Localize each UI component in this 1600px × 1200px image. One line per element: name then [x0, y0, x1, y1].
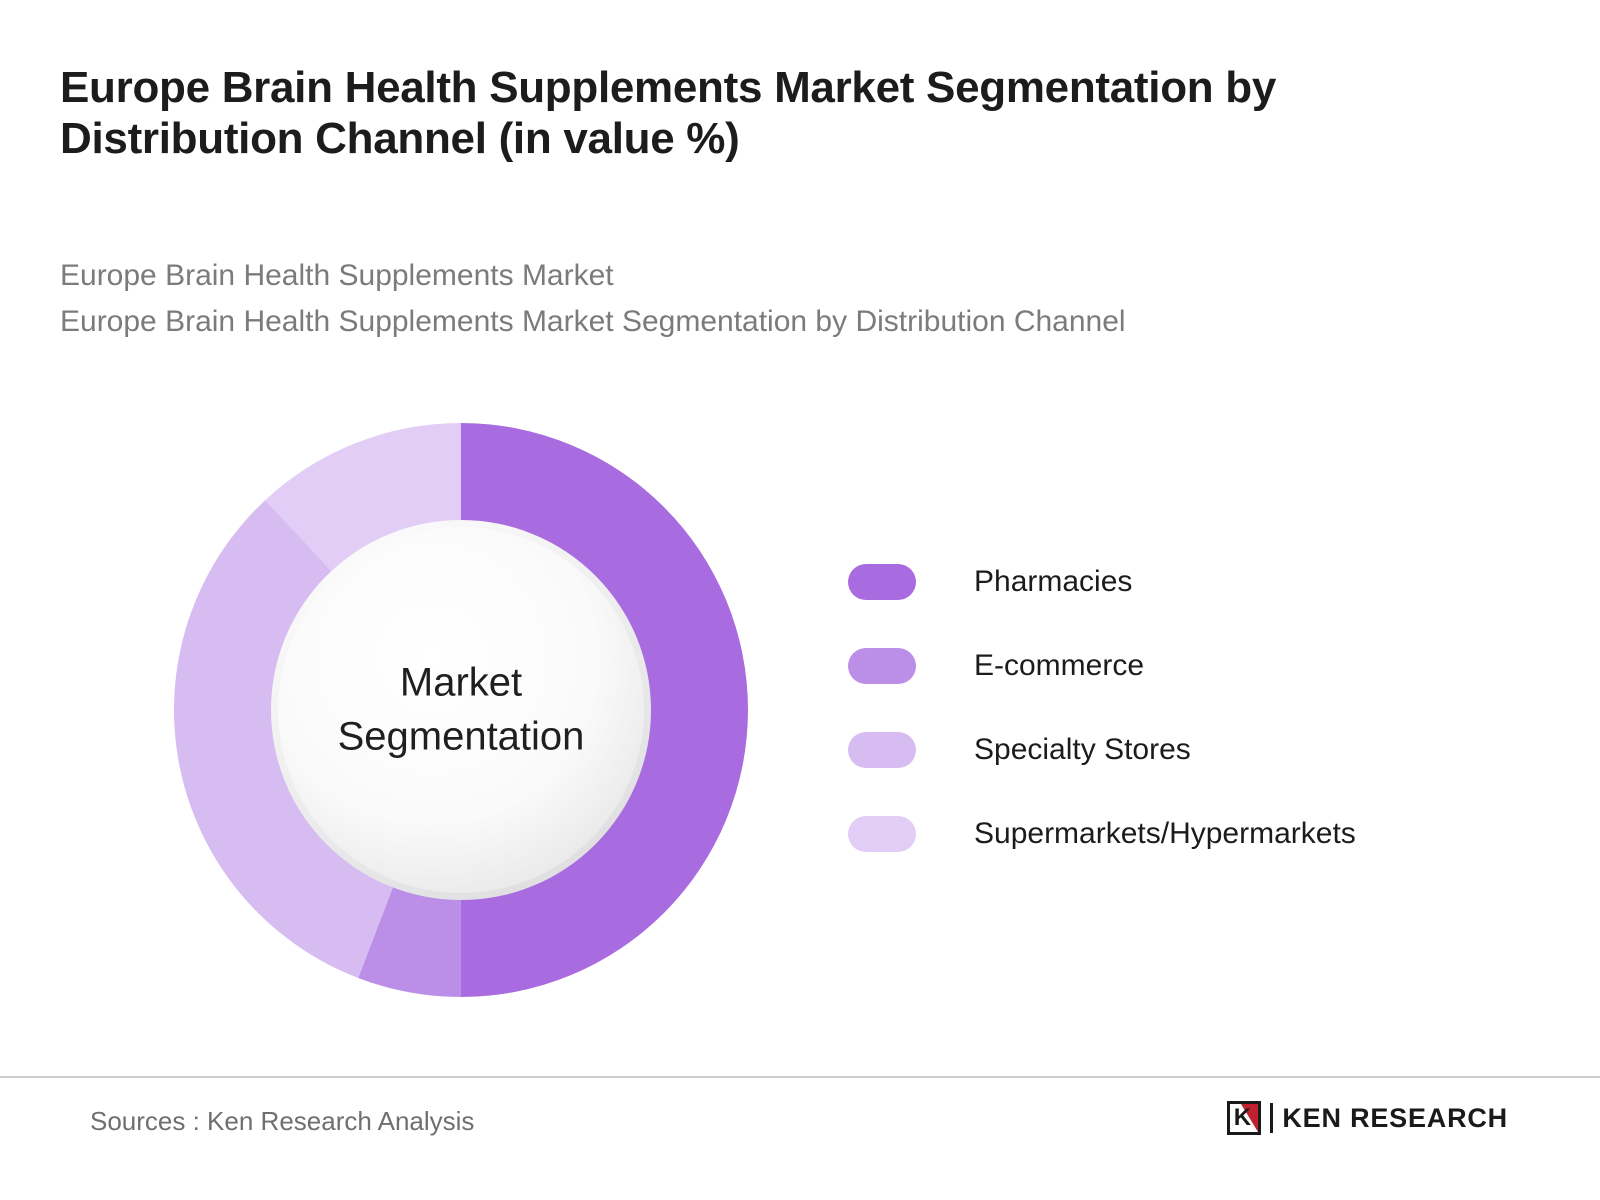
- legend-label: E-commerce: [974, 649, 1145, 682]
- page-title: Europe Brain Health Supplements Market S…: [60, 63, 1277, 164]
- footer-divider: [0, 1076, 1600, 1078]
- legend-swatch: [848, 816, 916, 852]
- legend-swatch: [848, 732, 916, 768]
- legend-item[interactable]: Specialty Stores: [848, 708, 1488, 792]
- header: Europe Brain Health Supplements Market S…: [60, 62, 1530, 164]
- legend-swatch: [848, 564, 916, 600]
- legend-label: Specialty Stores: [974, 733, 1191, 766]
- legend-label: Pharmacies: [974, 565, 1133, 598]
- logo-mark-icon: K: [1227, 1101, 1262, 1135]
- subtitle-block: Europe Brain Health Supplements Market E…: [60, 253, 1530, 344]
- logo-wordmark: KEN RESEARCH: [1282, 1102, 1508, 1133]
- subtitle-line-2: Europe Brain Health Supplements Market S…: [60, 304, 1126, 338]
- legend-label: Supermarkets/Hypermarkets: [974, 817, 1356, 850]
- footer: Sources : Ken Research Analysis K KEN RE…: [0, 1078, 1600, 1200]
- logo-mark-triangle: [1241, 1104, 1259, 1132]
- donut-chart: Market Segmentation: [174, 423, 748, 997]
- legend-item[interactable]: E-commerce: [848, 624, 1488, 708]
- legend-item[interactable]: Supermarkets/Hypermarkets: [848, 792, 1488, 876]
- sources-note: Sources : Ken Research Analysis: [90, 1106, 475, 1136]
- logo-divider: [1270, 1103, 1274, 1133]
- logo-mark-letter: K: [1233, 1104, 1252, 1131]
- legend-item[interactable]: Pharmacies: [848, 540, 1488, 624]
- donut-hub: [278, 527, 644, 893]
- donut-svg: [174, 423, 748, 997]
- subtitle-line-1: Europe Brain Health Supplements Market: [60, 259, 614, 292]
- legend-swatch: [848, 648, 916, 684]
- ken-research-logo: K KEN RESEARCH: [1227, 1098, 1508, 1138]
